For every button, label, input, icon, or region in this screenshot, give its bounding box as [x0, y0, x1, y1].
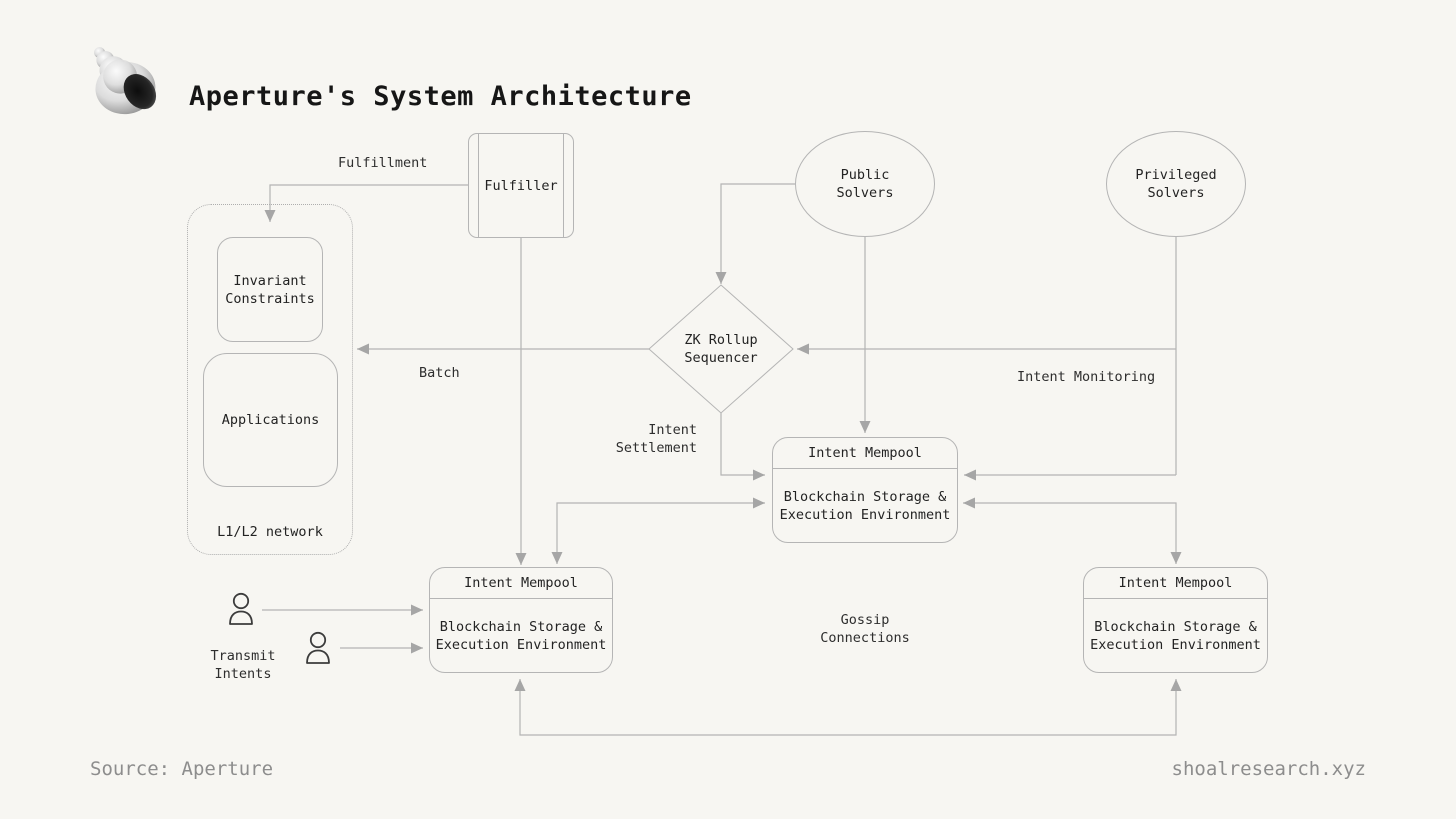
batch-label: Batch [419, 365, 460, 381]
applications-label: Applications [221, 412, 320, 428]
fulfiller-label: Fulfiller [484, 177, 558, 194]
invariant-constraints-node: Invariant Constraints [217, 237, 323, 342]
privileged-solvers-label: Privileged Solvers [1135, 167, 1217, 201]
user-icon [229, 592, 253, 625]
intent-mempool-title: Intent Mempool [1084, 568, 1267, 599]
intent-mempool-title: Intent Mempool [430, 568, 612, 599]
zk-rollup-sequencer-node [648, 284, 794, 414]
gossip-connections-label: Gossip Connections [820, 612, 910, 646]
edge-gossip-left-right [514, 679, 1182, 736]
edge-public-solvers-to-sequencer [715, 183, 795, 284]
edge-gossip-center-left [551, 497, 765, 564]
page-title: Aperture's System Architecture [189, 81, 692, 113]
intent-settlement-label: Intent Settlement [615, 422, 697, 456]
zk-rollup-sequencer-label: ZK Rollup Sequencer [684, 332, 758, 366]
edge-gossip-center-right [963, 497, 1182, 564]
intent-mempool-body: Blockchain Storage & Execution Environme… [779, 488, 951, 523]
intent-mempool-body: Blockchain Storage & Execution Environme… [435, 618, 607, 653]
public-solvers-label: Public Solvers [836, 167, 894, 201]
user-icon [306, 631, 330, 664]
website-credit: shoalresearch.xyz [1171, 758, 1366, 780]
privileged-solvers-node: Privileged Solvers [1106, 131, 1246, 237]
l1l2-network-label: L1/L2 network [217, 524, 323, 540]
subroutine-line [563, 134, 564, 237]
edge-fulfillment [264, 184, 468, 222]
source-credit: Source: Aperture [90, 758, 274, 780]
edge-intent-settlement [720, 413, 765, 481]
applications-node: Applications [203, 353, 338, 487]
intent-mempool-center-node: Intent Mempool Blockchain Storage & Exec… [772, 437, 958, 543]
intent-mempool-left-node: Intent Mempool Blockchain Storage & Exec… [429, 567, 613, 673]
transmit-intents-label: Transmit Intents [210, 648, 276, 682]
subroutine-line [478, 134, 479, 237]
l1l2-network-group [187, 204, 353, 555]
fulfillment-label: Fulfillment [338, 155, 428, 171]
intent-mempool-body: Blockchain Storage & Execution Environme… [1090, 618, 1261, 653]
fulfiller-node: Fulfiller [468, 133, 574, 238]
intent-monitoring-label: Intent Monitoring [1017, 369, 1156, 385]
shell-icon [94, 47, 157, 115]
intent-mempool-right-node: Intent Mempool Blockchain Storage & Exec… [1083, 567, 1268, 673]
intent-mempool-title: Intent Mempool [773, 438, 957, 469]
invariant-constraints-label: Invariant Constraints [225, 272, 315, 307]
public-solvers-node: Public Solvers [795, 131, 935, 237]
